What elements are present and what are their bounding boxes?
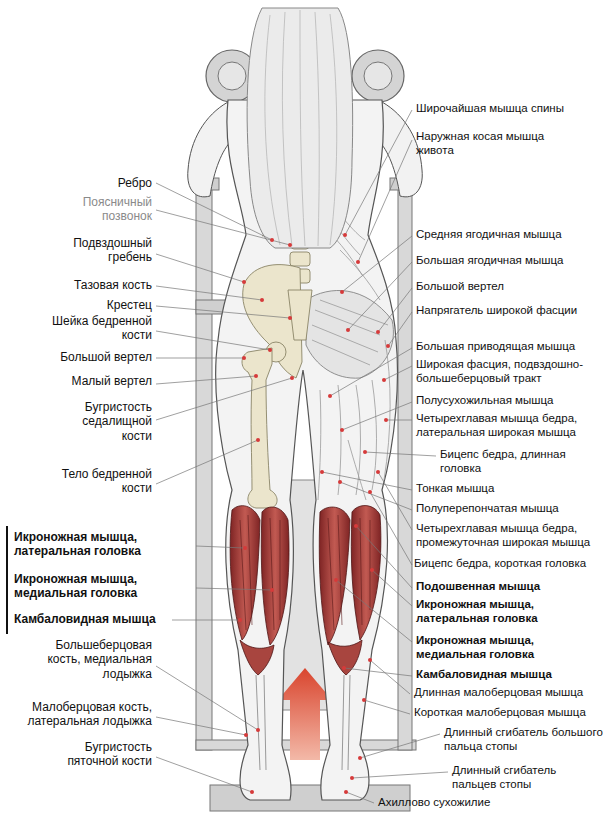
part-label: Бицепс бедра, длинная головка (440, 448, 605, 476)
part-label: Большой вертел (416, 280, 606, 294)
arrow (278, 668, 332, 760)
part-label: Средняя ягодичная мышца (416, 228, 606, 242)
part-label: Короткая малоберцовая мышца (414, 706, 608, 720)
part-label: Бугристость пяточной кости (57, 740, 152, 769)
part-label: Четырехглавая мышца бедра, латеральная ш… (416, 412, 608, 440)
part-label: Ребро (90, 176, 152, 190)
part-label: Крестец (62, 298, 152, 312)
part-label: Полуперепончатая мышца (416, 502, 606, 516)
muscle-label: Икроножная мышца, медиальная головка (416, 634, 576, 662)
part-label: Большая ягодичная мышца (416, 254, 606, 268)
part-label: Большая приводящая мышца (416, 340, 606, 354)
part-label: Бугристость седалищной кости (57, 400, 152, 443)
part-label: Длинный сгибатель большого пальца стопы (444, 726, 609, 754)
part-label: Поясничный позвонок (52, 195, 152, 224)
part-label: Малоберцовая кость, латеральная лодыжка (20, 700, 152, 729)
skeleton (242, 205, 312, 508)
part-label: Полусухожильная мышца (416, 394, 606, 408)
muscle-label: Подошвенная мышца (416, 580, 606, 594)
part-label: Большой вертел (32, 350, 152, 364)
bracket-bar (6, 526, 8, 634)
muscle-label: Икроножная мышца, латеральная головка (416, 598, 576, 626)
tendons (256, 675, 350, 770)
part-label: Большеберцовая кость, медиальная лодыжка (30, 638, 152, 681)
muscle-label: Камбаловидная мышца (416, 668, 606, 682)
part-label: Длинный сгибатель пальцев стопы (452, 764, 587, 792)
muscle-label: Икроножная мышца, медиальная головка (14, 572, 192, 601)
leader-lines (156, 110, 448, 803)
muscle-label: Икроножная мышца, латеральная головка (14, 530, 192, 559)
part-label: Напрягатель широкой фасции (416, 304, 606, 318)
part-label: Наружная косая мышца живота (416, 130, 566, 158)
leader-dots (238, 233, 390, 794)
part-label: Подвздошный гребень (42, 236, 152, 265)
part-label: Бицепс бедра, короткая головка (414, 557, 610, 571)
hair (247, 8, 353, 248)
part-label: Длинная малоберцовая мышца (414, 686, 608, 700)
part-label: Малый вертел (32, 374, 152, 388)
part-label: Тазовая кость (32, 278, 152, 292)
part-label: Тело бедренной кости (47, 467, 152, 496)
part-label: Тонкая мышца (416, 482, 606, 496)
part-label: Ахиллово сухожилие (378, 796, 528, 810)
muscle-label: Камбаловидная мышца (14, 612, 192, 626)
part-label: Четырехглавая мышца бедра, промежуточная… (416, 522, 610, 550)
part-label: Широчайшая мышца спины (416, 102, 606, 116)
part-label: Широкая фасция, подвздошно-большеберцовы… (416, 358, 608, 386)
calf-muscles (230, 506, 381, 675)
part-label: Шейка бедренной кости (47, 314, 152, 343)
